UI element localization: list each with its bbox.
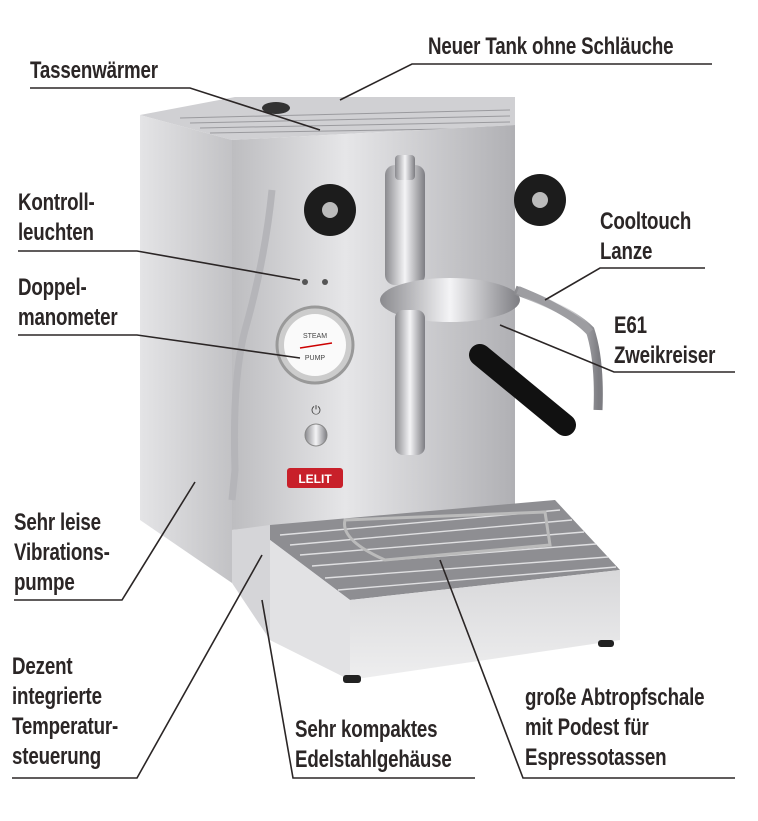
- label-line: Cooltouch: [600, 208, 692, 235]
- label-line: steuerung: [12, 743, 102, 770]
- label-line: Sehr leise: [14, 509, 101, 536]
- side-panel: [140, 115, 232, 583]
- control-light: [302, 279, 308, 285]
- label-line: Espressotassen: [525, 744, 667, 771]
- label-line: Dezent: [12, 653, 73, 680]
- label-line: Doppel-: [18, 274, 87, 301]
- group-head-tower: [385, 165, 425, 285]
- label-control-lights: Kontroll-leuchten: [18, 188, 95, 248]
- label-line: Tassenwärmer: [30, 57, 158, 84]
- label-line: Vibrations-: [14, 539, 110, 566]
- label-line: Zweikreiser: [614, 342, 716, 369]
- gauge-label-pump: PUMP: [305, 355, 326, 362]
- label-line: Edelstahlgehäuse: [295, 746, 452, 773]
- label-line: integrierte: [12, 683, 102, 710]
- power-switch: [304, 423, 328, 447]
- label-line: Sehr kompaktes: [295, 716, 438, 743]
- water-pipe: [228, 189, 276, 501]
- brand-logo: [287, 468, 343, 488]
- control-light: [322, 279, 328, 285]
- gauge-label-steam: STEAM: [303, 333, 327, 340]
- tank-lid: [262, 102, 290, 114]
- svg-text:⏻: ⏻: [311, 403, 321, 417]
- label-line: Lanze: [600, 238, 653, 265]
- label-cup-warmer: Tassenwärmer: [30, 56, 158, 86]
- cup-podest: [343, 510, 552, 562]
- brand-logo-text: LELIT: [298, 472, 332, 486]
- label-tank: Neuer Tank ohne Schläuche: [428, 32, 674, 62]
- foot: [343, 675, 361, 683]
- label-line: Kontroll-: [18, 189, 95, 216]
- portafilter-spout: [395, 310, 425, 455]
- portafilter-handle: [469, 344, 576, 436]
- foot: [598, 640, 614, 647]
- front-panel: [232, 125, 515, 530]
- label-line: Temperatur-: [12, 713, 119, 740]
- label-line: leuchten: [18, 219, 94, 246]
- label-line: pumpe: [14, 569, 75, 596]
- label-line: Neuer Tank ohne Schläuche: [428, 33, 674, 60]
- label-line: manometer: [18, 304, 118, 331]
- label-line: große Abtropfschale: [525, 684, 705, 711]
- base-side: [232, 525, 270, 640]
- label-line: mit Podest für: [525, 714, 649, 741]
- label-manometer: Doppel-manometer: [18, 273, 118, 333]
- label-line: E61: [614, 312, 647, 339]
